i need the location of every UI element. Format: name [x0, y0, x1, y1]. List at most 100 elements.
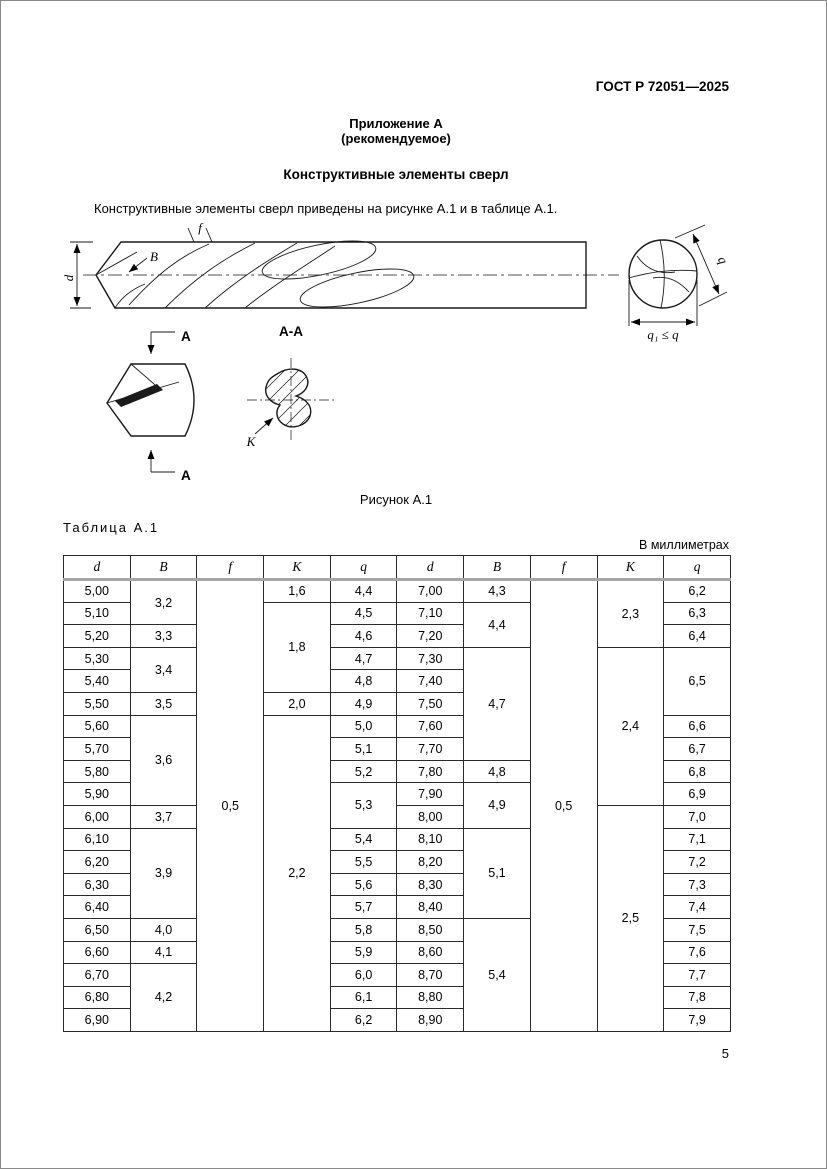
column-header: d: [396, 555, 465, 581]
table-cell: 5,7: [329, 895, 398, 919]
column-header: f: [196, 555, 265, 581]
table-cell: 4,3: [463, 579, 531, 603]
table-cell: 4,5: [329, 601, 398, 626]
table-cell: 8,50: [396, 917, 465, 942]
column-header: B: [129, 555, 198, 581]
table-cell: 5,80: [63, 759, 131, 784]
table-cell: 8,30: [396, 872, 465, 897]
section-title: Конструктивные элементы сверл: [283, 167, 509, 182]
table-cell: 2,3: [596, 579, 665, 648]
table-cell: 8,10: [396, 827, 465, 852]
table-cell: 6,70: [63, 963, 131, 987]
point-view-outline: [106, 363, 195, 437]
table-cell: 4,6: [329, 624, 398, 648]
table-cell: 7,0: [663, 804, 731, 829]
flute-opening: [115, 384, 163, 407]
table-cell: 0,5: [196, 579, 265, 1032]
figure-caption: Рисунок А.1: [359, 492, 433, 507]
table-cell: 6,2: [329, 1008, 398, 1032]
table-cell: 5,4: [329, 827, 398, 852]
table-cell: 5,70: [63, 737, 131, 761]
table-cell: 2,4: [596, 646, 665, 806]
view-a: А А: [106, 329, 195, 483]
dim-label-f: f: [198, 222, 204, 235]
dim-label-d: d: [63, 274, 76, 281]
table-cell: 7,2: [663, 850, 731, 874]
table-cell: 7,9: [663, 1008, 731, 1032]
table-cell: 4,4: [329, 579, 398, 603]
section-a-a: А-А K: [246, 324, 335, 449]
table-cell: 2,5: [596, 804, 665, 1032]
column-header: K: [596, 555, 665, 581]
table-cell: 7,5: [663, 917, 731, 942]
table-cell: 5,5: [329, 850, 398, 874]
table-cell: 7,8: [663, 985, 731, 1010]
table-cell: 7,4: [663, 895, 731, 919]
table-cell: 6,00: [63, 804, 131, 829]
table-cell: 7,3: [663, 872, 731, 897]
table-cell: 5,8: [329, 917, 398, 942]
table-cell: 5,4: [463, 917, 531, 1032]
table-cell: 5,1: [463, 827, 531, 919]
table-cell: 4,0: [129, 917, 198, 942]
table-cell: 2,2: [263, 714, 331, 1032]
table-cell: 7,00: [396, 579, 465, 603]
table-cell: 3,5: [129, 691, 198, 716]
table-cell: 6,80: [63, 985, 131, 1010]
table-cell: 6,7: [663, 737, 731, 761]
appendix-title: Приложение А: [349, 116, 443, 131]
dim-label-q: q: [715, 254, 731, 267]
table-cell: 5,2: [329, 759, 398, 784]
table-cell: 6,9: [663, 782, 731, 806]
table-cell: 3,9: [129, 827, 198, 919]
table-cell: 7,70: [396, 737, 465, 761]
section-label: А-А: [279, 324, 303, 339]
drill-end-view: q q₁ ≤ q: [628, 224, 731, 342]
table-cell: 6,40: [63, 895, 131, 919]
table-cell: 6,0: [329, 963, 398, 987]
table-cell: 4,7: [329, 646, 398, 671]
appendix-subtitle: (рекомендуемое): [341, 131, 451, 146]
units-note: В миллиметрах: [639, 538, 729, 552]
dim-label-b: B: [150, 249, 158, 264]
table-cell: 5,00: [63, 579, 131, 603]
flute-runout: [261, 240, 377, 280]
table-cell: 4,4: [463, 601, 531, 648]
table-cell: 8,60: [396, 940, 465, 965]
table-cell: 4,8: [329, 669, 398, 693]
table-cell: 7,10: [396, 601, 465, 626]
drill-drawing: d B f q: [61, 220, 731, 483]
table-cell: 1,6: [263, 579, 331, 603]
table-cell: 4,8: [463, 759, 531, 784]
table-cell: 7,80: [396, 759, 465, 784]
column-header: B: [463, 555, 531, 581]
table-cell: 7,60: [396, 714, 465, 739]
drill-side-view: d B f: [61, 220, 619, 309]
table-cell: 8,20: [396, 850, 465, 874]
table-cell: 6,6: [663, 714, 731, 739]
table-cell: 4,1: [129, 940, 198, 965]
table-cell: 4,9: [463, 782, 531, 829]
table-cell: 5,30: [63, 646, 131, 671]
column-header: q: [329, 555, 398, 581]
table-cell: 8,90: [396, 1008, 465, 1032]
table-cell: 6,3: [663, 601, 731, 626]
column-header: d: [63, 555, 131, 581]
table-cell: 4,9: [329, 691, 398, 716]
table-cell: 7,20: [396, 624, 465, 648]
